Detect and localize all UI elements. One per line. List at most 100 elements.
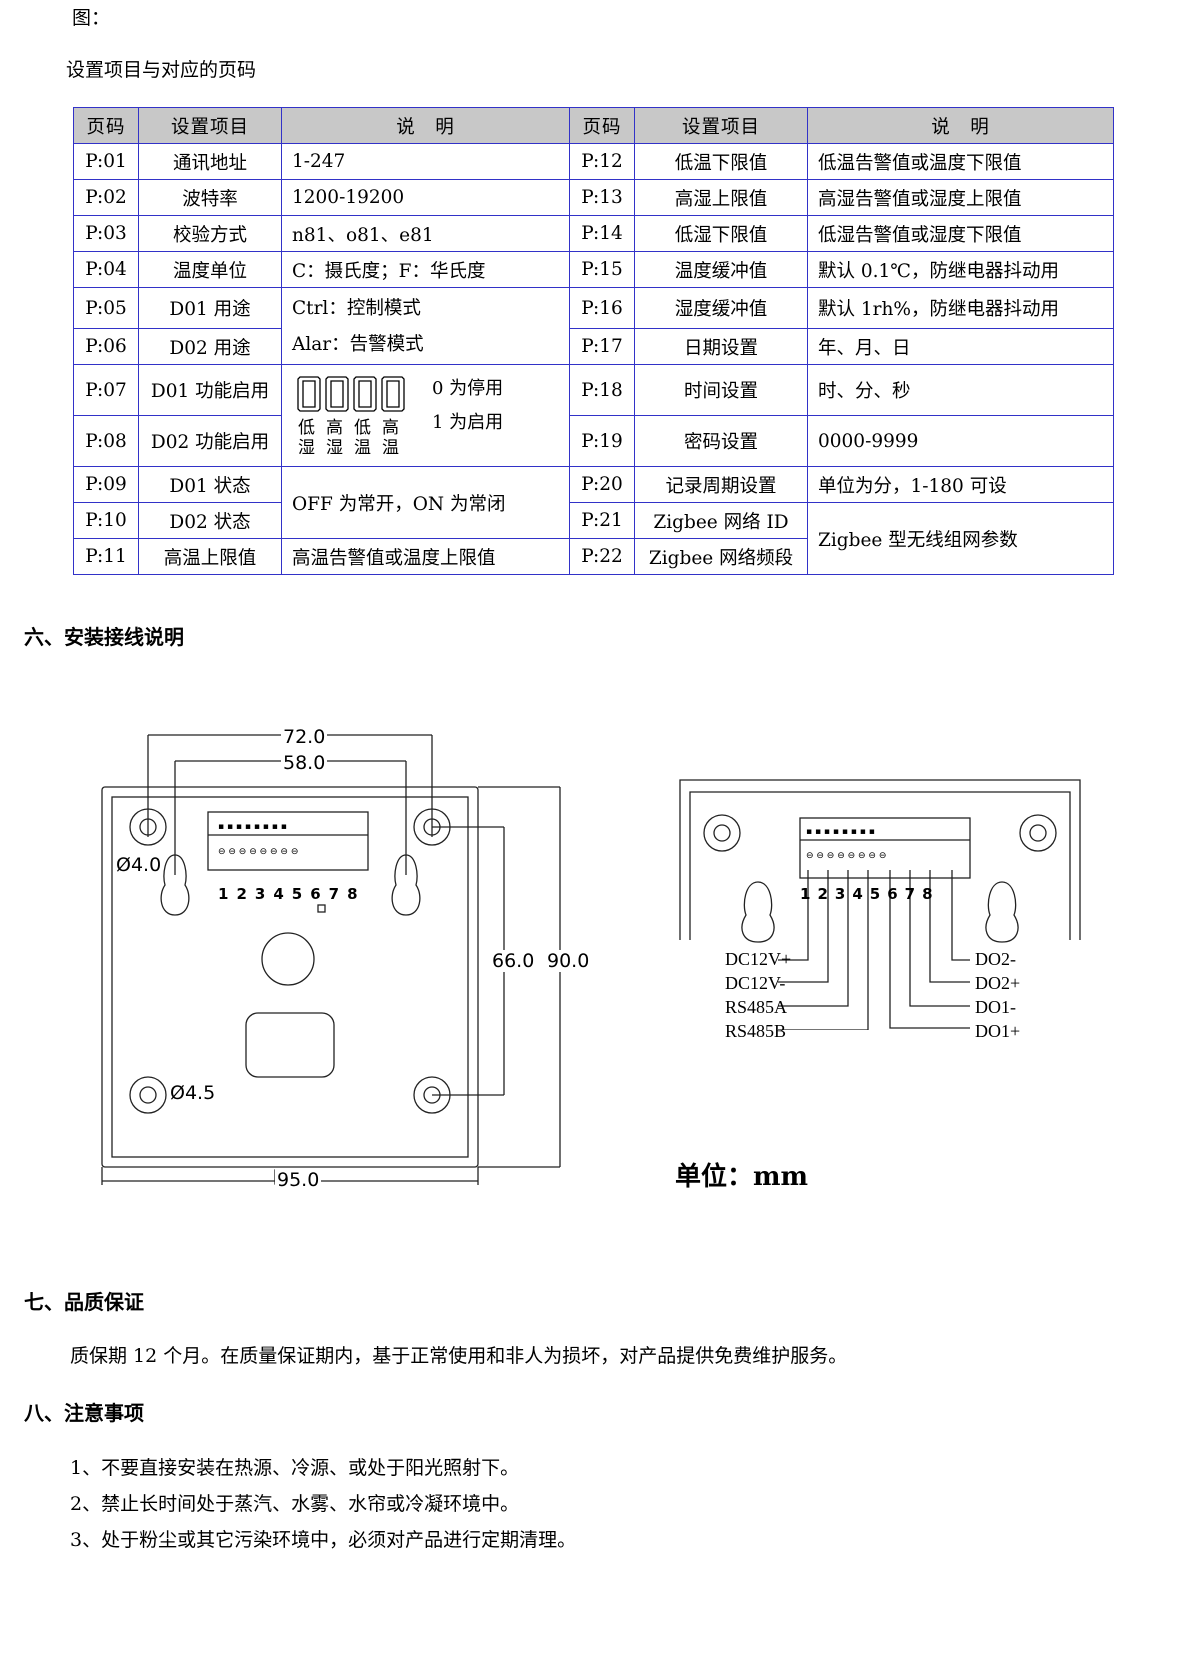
notice-item-2: 2、禁止长时间处于蒸汽、水雾、水帘或冷凝环境中。 [70,1493,520,1515]
table-row: P:09 D01 状态 OFF 为常开，ON 为常闭 P:20 记录周期设置 单… [73,466,1114,539]
lcd-label-bottom-2: 湿 [326,437,354,458]
cell-desc: 年、月、日 [807,328,1114,365]
cell-code: P:16 [569,287,635,329]
table-row: P:08 D02 功能启用 P:19 密码设置 0000-9999 [73,415,1114,467]
cell-item: 低湿下限值 [634,215,808,252]
table-row: P:06 D02 用途 P:17 日期设置 年、月、日 [73,328,1114,365]
cell-code: P:12 [569,143,635,180]
cell-item: 低温下限值 [634,143,808,180]
col-header-item: 设置项目 [138,107,282,144]
cell-item: 温度缓冲值 [634,251,808,288]
dim-58: 58.0 [281,752,328,774]
cell-desc: 1200-19200 [281,179,570,216]
terminal-number: 6 [310,885,329,903]
cell-item: 温度单位 [138,251,282,288]
table-row: P:03 校验方式 n81、o81、e81 P:14 低湿下限值 低湿告警值或湿… [73,215,1114,252]
cell-desc: 时、分、秒 [807,364,1114,416]
cell-desc: 低温告警值或温度下限值 [807,143,1114,180]
terminal-numbers-right: 12345678 [800,885,940,903]
lcd-label-bottom-1: 湿 [298,437,326,458]
cell-code: P:22 [569,538,635,575]
table-row: P:10 D02 状态 P:21 Zigbee 网络 ID Zigbee 型无线… [73,502,1114,575]
dim-66: 66.0 [492,950,535,972]
lcd-label-top-3: 低 [354,417,382,438]
col-header-code: 页码 [569,107,635,144]
terminal-number: 8 [922,885,940,903]
wire-label-do2-plus: DO2+ [975,973,1021,993]
wiring-labels-right: DO2- DO2+ DO1- DO1+ [975,947,1020,1043]
terminal-number: 4 [852,885,870,903]
cell-code: P:20 [569,466,635,503]
cell-code: P:07 [73,364,139,416]
cell-desc: 低湿告警值或湿度下限值 [807,215,1114,252]
cell-code: P:17 [569,328,635,365]
cell-desc: 0000-9999 [807,415,1114,467]
cell-item: D02 用途 [138,328,282,365]
back-view-diagram: ▪ ▪ ▪ ▪ ▪ ▪ ▪ ▪ ⊖ ⊖ ⊖ ⊖ ⊖ ⊖ ⊖ ⊖ [101,734,561,1185]
svg-text:⊖ ⊖ ⊖ ⊖ ⊖ ⊖ ⊖ ⊖: ⊖ ⊖ ⊖ ⊖ ⊖ ⊖ ⊖ ⊖ [218,847,298,857]
cell-code: P:15 [569,251,635,288]
cell-desc: 默认 0.1℃，防继电器抖动用 [807,251,1114,288]
dim-90: 90.0 [547,950,590,972]
cell-desc: 单位为分，1-180 可设 [807,466,1114,503]
cell-item: D01 功能启用 [138,364,282,416]
table-header-row: 页码 设置项目 说 明 页码 设置项目 说 明 [73,107,1114,144]
terminal-number: 5 [291,885,311,903]
enclosure-outer [101,786,479,1168]
terminal-number: 2 [817,885,835,903]
wire-label-do2-minus: DO2- [975,949,1016,969]
table-row: P:01 通讯地址 1-247 P:12 低温下限值 低温告警值或温度下限值 [73,143,1114,180]
table-row: P:05 D01 用途 Ctrl：控制模式 Alar：告警模式 P:16 湿度缓… [73,287,1114,365]
option-enable-text: 1 为启用 [432,411,504,433]
cell-enable-diagram: 低高低高 湿湿温温 0 为停用 1 为启用 [281,364,570,467]
cell-code: P:19 [569,415,635,467]
mode-alar-text: Alar：告警模式 [292,334,424,355]
svg-text:▪ ▪ ▪ ▪ ▪ ▪ ▪ ▪: ▪ ▪ ▪ ▪ ▪ ▪ ▪ ▪ [218,822,287,832]
cell-code: P:14 [569,215,635,252]
col-header-desc: 说 明 [281,107,570,144]
col-header-item: 设置项目 [634,107,808,144]
cell-desc: 1-247 [281,143,570,180]
cell-item: D02 功能启用 [138,415,282,467]
wire-label-do1-plus: DO1+ [975,1021,1021,1041]
cell-code: P:09 [73,466,139,503]
lcd-label-top-4: 高 [382,417,410,438]
cell-code: P:21 [569,502,635,539]
svg-text:⊖ ⊖ ⊖ ⊖ ⊖ ⊖ ⊖ ⊖: ⊖ ⊖ ⊖ ⊖ ⊖ ⊖ ⊖ ⊖ [806,851,886,861]
section6-heading: 六、安装接线说明 [24,625,184,649]
cell-desc: OFF 为常开，ON 为常闭 [281,466,570,539]
table-row: P:11 高温上限值 高温告警值或温度上限值 P:22 Zigbee 网络频段 [73,538,1114,575]
dim-d45: Ø4.5 [170,1082,216,1104]
table-caption: 设置项目与对应的页码 [66,59,257,81]
notice-item-3: 3、处于粉尘或其它污染环境中，必须对产品进行定期清理。 [70,1529,577,1551]
mode-ctrl-text: Ctrl：控制模式 [292,298,421,319]
cell-code: P:05 [73,287,139,329]
wire-label-dc12v-plus: DC12V+ [725,949,792,969]
cell-item: 湿度缓冲值 [634,287,808,329]
cell-item: 通讯地址 [138,143,282,180]
cell-item: D02 状态 [138,502,282,539]
cell-code: P:10 [73,502,139,539]
cell-item: 高温上限值 [138,538,282,575]
cell-item: 密码设置 [634,415,808,467]
wiring-labels-left: DC12V+ DC12V- RS485A RS485B [725,947,791,1043]
wire-label-do1-minus: DO1- [975,997,1016,1017]
cell-desc: Zigbee 型无线组网参数 [807,502,1114,575]
cell-code: P:04 [73,251,139,288]
notice-item-1: 1、不要直接安装在热源、冷源、或处于阳光照射下。 [70,1457,520,1479]
wire-label-rs485a: RS485A [725,997,788,1017]
terminal-number: 7 [904,885,923,903]
cell-code: P:08 [73,415,139,467]
lcd-label-bottom-4: 温 [382,437,410,458]
enclosure-inner [111,796,469,1158]
terminal-number: 5 [869,885,888,903]
cell-item: 校验方式 [138,215,282,252]
terminal-number: 6 [887,885,905,903]
cell-item: Zigbee 网络频段 [634,538,808,575]
cell-code: P:01 [73,143,139,180]
dim-d40: Ø4.0 [116,854,162,876]
lcd-labels: 低高低高 湿湿温温 [298,418,410,458]
warranty-text: 质保期 12 个月。在质量保证期内，基于正常使用和非人为损坏，对产品提供免费维护… [70,1345,848,1367]
lcd-digits-icon [297,375,405,412]
cell-item: Zigbee 网络 ID [634,502,808,539]
